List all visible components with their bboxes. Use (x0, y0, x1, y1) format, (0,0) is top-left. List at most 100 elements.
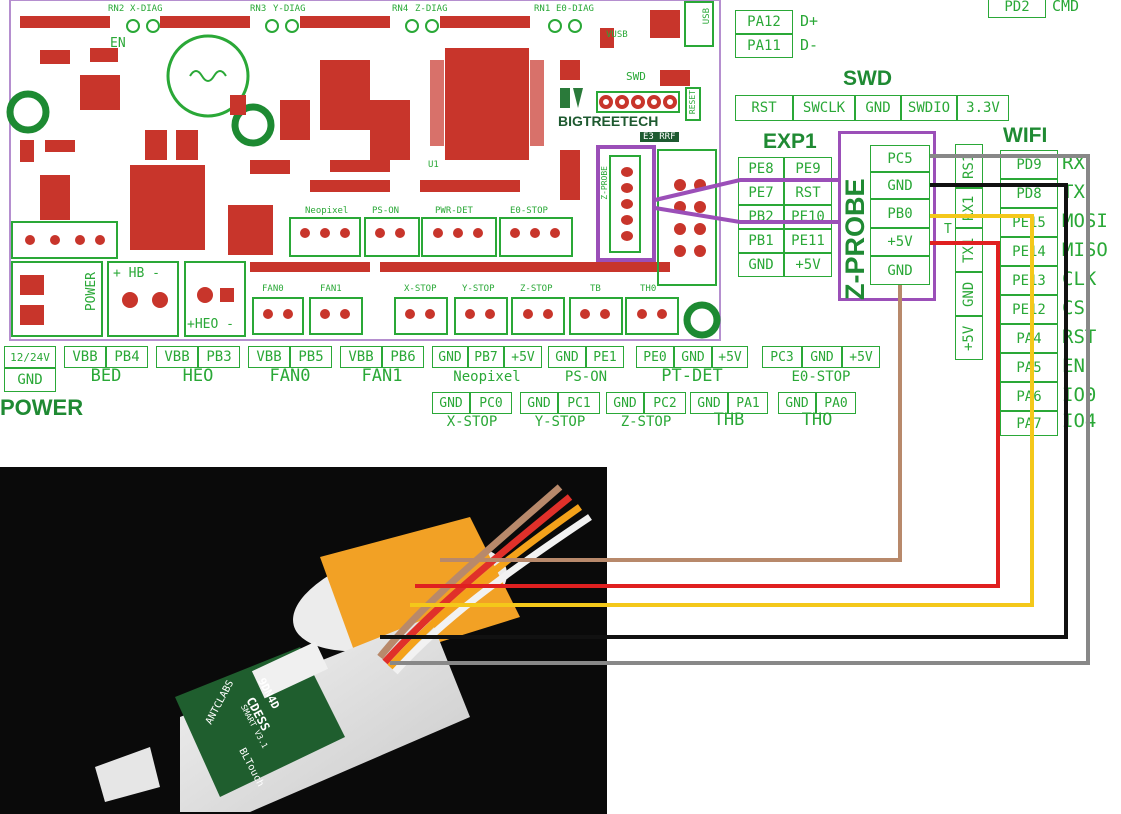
silk-neopixel: Neopixel (305, 206, 349, 216)
bed-pin-pb4: PB4 (106, 346, 148, 368)
silk-e0stop: E0-STOP (510, 206, 548, 216)
silk-ydiag: Y-DIAG (273, 4, 306, 14)
usb-func-dminus: D- (800, 36, 819, 54)
exp1-pin: +5V (784, 253, 832, 277)
exp1-pin: PE11 (784, 229, 832, 253)
tho-label: THO (801, 410, 833, 430)
silk-xstop: X-STOP (404, 284, 437, 294)
ystop-label: Y-STOP (534, 414, 586, 430)
pin-pd2: PD2 (988, 0, 1046, 18)
xstop-pin-gnd: GND (432, 392, 470, 414)
usb-func-dplus: D+ (800, 12, 819, 30)
zstop-label: Z-STOP (620, 414, 672, 430)
power-title: POWER (0, 395, 84, 420)
pson-pin-pe1: PE1 (586, 346, 624, 368)
heo-pin-vbb: VBB (156, 346, 198, 368)
zprobe-pin-pc5: PC5 (870, 145, 930, 172)
usb-pin-pa11: PA11 (735, 34, 793, 58)
exp1-pin: PE8 (738, 157, 784, 181)
swd-pin-swdio: SWDIO (901, 95, 957, 121)
bltouch-graphic (95, 484, 592, 812)
e0stop-pin-5v: +5V (842, 346, 880, 368)
wifi-func: CLK (1062, 268, 1097, 290)
zprobe-pin-gnd2: GND (870, 256, 930, 285)
exp1-pin: PE10 (784, 205, 832, 229)
silk-zdiag: Z-DIAG (415, 4, 448, 14)
silk-pson: PS-ON (372, 206, 400, 216)
e0stop-label: E0-STOP (791, 369, 851, 385)
bed-label: BED (90, 366, 122, 386)
exp1-pin: PB2 (738, 205, 784, 229)
uart-pin-gnd: GND (955, 272, 983, 316)
exp1-pin: PB1 (738, 229, 784, 253)
board-graphic (6, 0, 721, 341)
silk-xdiag: X-DIAG (130, 4, 163, 14)
wifi-func: RX (1062, 152, 1085, 174)
ptdet-pin-gnd: GND (674, 346, 712, 368)
thb-label: THB (713, 410, 745, 430)
swd-title: SWD (843, 67, 892, 90)
neopixel-label: Neopixel (453, 369, 521, 385)
swd-pin-33v: 3.3V (957, 95, 1009, 121)
wifi-func: CS (1062, 297, 1085, 319)
power-pin-gnd: GND (4, 368, 56, 392)
heo-label: HEO (182, 366, 214, 386)
wifi-pin: PA7 (1000, 411, 1058, 436)
ptdet-pin-5v: +5V (712, 346, 748, 368)
fan0-label: FAN0 (269, 366, 311, 386)
e0stop-pin-gnd: GND (802, 346, 842, 368)
ystop-pin-gnd: GND (520, 392, 558, 414)
wifi-func: MISO (1062, 239, 1108, 261)
silk-zstop: Z-STOP (520, 284, 553, 294)
silk-rn1: RN1 (534, 4, 551, 14)
silk-fan1: FAN1 (320, 284, 342, 294)
silk-zprobe: Z-PROBE (600, 166, 609, 200)
xstop-label: X-STOP (446, 414, 498, 430)
uart-pin-rs1: RS1 (955, 144, 983, 188)
wifi-pin: PD8 (1000, 179, 1058, 208)
exp1-pin: PE7 (738, 181, 784, 205)
wifi-func: TX (1062, 181, 1085, 203)
zprobe-pin-pb0: PB0 (870, 199, 930, 228)
silk-th0: TH0 (640, 284, 657, 294)
swd-pin-rst: RST (735, 95, 793, 121)
fan0-pin-vbb: VBB (248, 346, 290, 368)
zstop-pin-pc2: PC2 (644, 392, 686, 414)
silk-usb: USB (702, 8, 712, 25)
zprobe-pin-gnd1: GND (870, 172, 930, 199)
wifi-pin: PE13 (1000, 266, 1058, 295)
uart-extra-t: T (944, 222, 952, 237)
ptdet-pin-pe0: PE0 (636, 346, 674, 368)
bed-pin-vbb: VBB (64, 346, 106, 368)
exp1-pin: RST (784, 181, 832, 205)
wifi-pin: PA5 (1000, 353, 1058, 382)
silk-swd: SWD (626, 70, 646, 83)
silk-tb: TB (590, 284, 601, 294)
ystop-pin-pc1: PC1 (558, 392, 600, 414)
wifi-pin: PD9 (1000, 150, 1058, 179)
fan0-pin-pb5: PB5 (290, 346, 332, 368)
wifi-func: MOSI (1062, 210, 1108, 232)
exp1-title: EXP1 (763, 130, 817, 153)
pson-pin-gnd: GND (548, 346, 586, 368)
xstop-pin-pc0: PC0 (470, 392, 512, 414)
board-model: E3 RRF (640, 132, 679, 142)
wifi-title: WIFI (1003, 124, 1048, 147)
silk-vusb: VUSB (606, 30, 628, 40)
neopixel-pin-5v: +5V (504, 346, 542, 368)
silk-rn4: RN4 (392, 4, 409, 14)
bltouch-photo: ANTCLABS CDESS 9DN4D SMART V3.1 BLTouch (0, 467, 607, 814)
silk-u1: U1 (428, 160, 439, 170)
zprobe-pin-5v: +5V (870, 228, 930, 256)
wifi-func: RST (1062, 326, 1097, 348)
silk-heo: +HEO - (187, 317, 234, 332)
exp1-pin: PE9 (784, 157, 832, 181)
silk-rn2: RN2 (108, 4, 125, 14)
neopixel-pin-gnd: GND (432, 346, 468, 368)
wifi-pin: PA4 (1000, 324, 1058, 353)
silk-reset: RESET (688, 90, 697, 115)
silk-ystop: Y-STOP (462, 284, 495, 294)
neopixel-pin-pb7: PB7 (468, 346, 504, 368)
e0stop-pin-pc3: PC3 (762, 346, 802, 368)
silk-pwrdet: PWR-DET (435, 206, 473, 216)
